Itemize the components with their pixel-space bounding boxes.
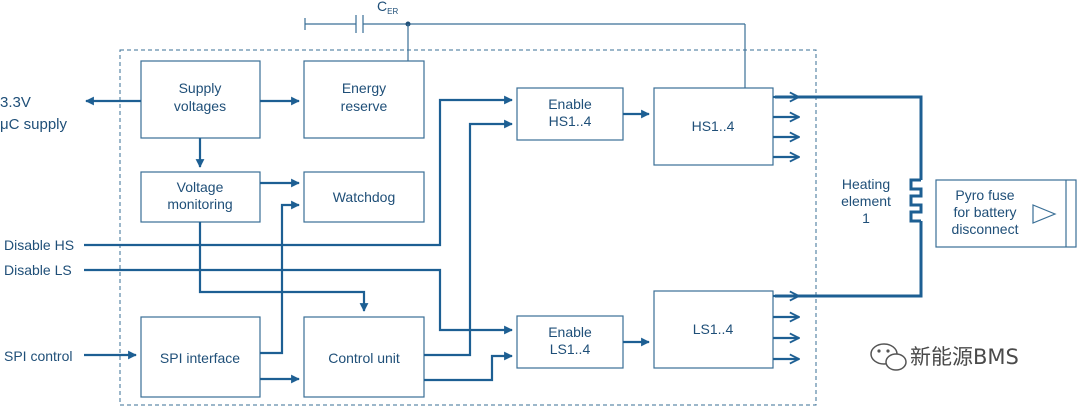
disable-hs-line: [84, 95, 513, 247]
cap-label: CER: [377, 0, 398, 16]
spi-control-label: SPI control: [4, 348, 72, 364]
voltmon-to-control-arrow: [198, 222, 369, 312]
energy-reserve-box: [303, 60, 425, 139]
hs-label: HS1..4: [692, 118, 735, 134]
spi-interface-label: SPI interface: [160, 350, 240, 366]
uc-supply-label: μC supply: [0, 116, 68, 133]
supply-3v3-label: 3.3V: [0, 94, 31, 111]
capacitor-cer: [304, 15, 746, 88]
supply-voltages-box: [140, 60, 261, 139]
heating-coil-icon: [775, 95, 923, 298]
control-unit-box: [303, 316, 425, 398]
pyro-triangle-icon: [1032, 204, 1057, 224]
disable-ls-label: Disable LS: [4, 262, 72, 278]
control-to-enable-hs-arrow: [424, 119, 513, 357]
ls-label: LS1..4: [693, 321, 734, 337]
watermark-text: 新能源BMS: [910, 345, 1019, 369]
enable-ls-box: [516, 315, 624, 369]
control-to-enable-ls-arrow: [424, 351, 513, 382]
disable-hs-label: Disable HS: [4, 237, 74, 253]
disable-ls-line: [84, 268, 513, 335]
ls-outputs: [773, 296, 799, 359]
control-unit-label: Control unit: [328, 350, 400, 366]
voltage-monitoring-box: [140, 171, 261, 223]
spi-interface-box: [140, 316, 261, 398]
wechat-icon: [870, 343, 907, 371]
hs-outputs: [773, 97, 799, 157]
spi-to-watchdog-arrow: [260, 200, 300, 355]
hs-box: [653, 87, 774, 166]
watchdog-label: Watchdog: [333, 189, 396, 205]
ls-box: [653, 290, 774, 369]
watchdog-box: [303, 171, 425, 223]
